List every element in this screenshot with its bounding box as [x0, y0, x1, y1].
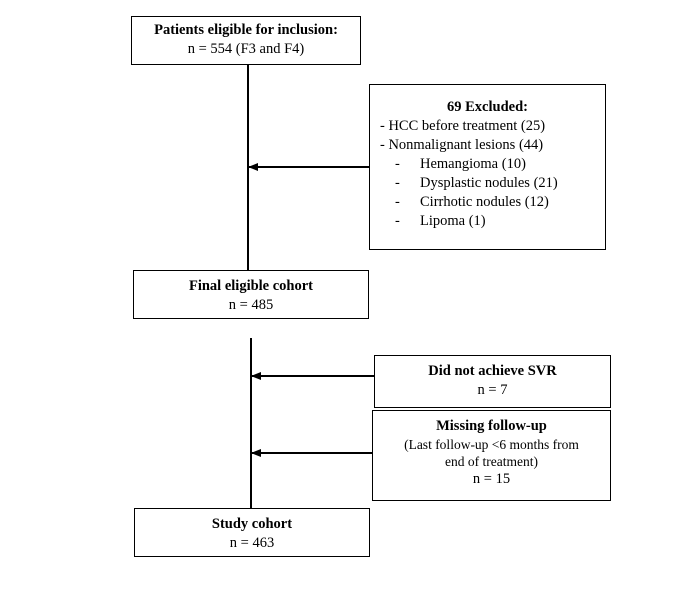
missing-followup-title: Missing follow-up [436, 418, 547, 434]
exclusion-reason-list: - HCC before treatment (25) - Nonmaligna… [380, 117, 605, 155]
missing-followup-detail-1: (Last follow-up <6 months from [404, 437, 579, 452]
list-dash: - [395, 194, 400, 210]
subtype-dysplastic: - Dysplastic nodules (21) [395, 174, 605, 193]
no-svr-box: Did not achieve SVR n = 7 [374, 355, 611, 408]
exclusion-reason-nonmalignant: - Nonmalignant lesions (44) [380, 137, 544, 153]
study-cohort-title: Study cohort [211, 516, 293, 532]
eligible-patients-box: Patients eligible for inclusion: n = 554… [131, 16, 361, 65]
missing-followup-count: n = 15 [472, 471, 511, 487]
subtype-hemangioma-label: Hemangioma (10) [420, 156, 526, 172]
eligible-title: Patients eligible for inclusion: [154, 22, 338, 38]
list-dash: - [395, 156, 400, 172]
excluded-box: 69 Excluded: - HCC before treatment (25)… [369, 84, 606, 250]
final-cohort-title: Final eligible cohort [188, 278, 314, 294]
missing-followup-box: Missing follow-up (Last follow-up <6 mon… [372, 410, 611, 501]
subtype-lipoma: - Lipoma (1) [395, 212, 605, 231]
final-cohort-box: Final eligible cohort n = 485 [133, 270, 369, 319]
subtype-cirrhotic: - Cirrhotic nodules (12) [395, 193, 605, 212]
subtype-dysplastic-label: Dysplastic nodules (21) [420, 175, 558, 191]
subtype-lipoma-label: Lipoma (1) [420, 213, 486, 229]
no-svr-count: n = 7 [477, 382, 508, 398]
nonmalignant-subtype-list: - Hemangioma (10) - Dysplastic nodules (21… [395, 155, 605, 231]
list-dash: - [395, 213, 400, 229]
no-svr-title: Did not achieve SVR [428, 363, 557, 379]
list-dash: - [395, 175, 400, 191]
excluded-title: 69 Excluded: [447, 99, 528, 115]
subtype-cirrhotic-label: Cirrhotic nodules (12) [420, 194, 549, 210]
study-cohort-count: n = 463 [229, 535, 275, 551]
final-cohort-count: n = 485 [228, 297, 274, 313]
exclusion-reason-hcc: - HCC before treatment (25) [380, 118, 546, 134]
subtype-hemangioma: - Hemangioma (10) [395, 155, 605, 174]
missing-followup-detail-2: end of treatment) [445, 454, 538, 469]
eligible-count: n = 554 (F3 and F4) [187, 41, 305, 57]
study-cohort-box: Study cohort n = 463 [134, 508, 370, 557]
